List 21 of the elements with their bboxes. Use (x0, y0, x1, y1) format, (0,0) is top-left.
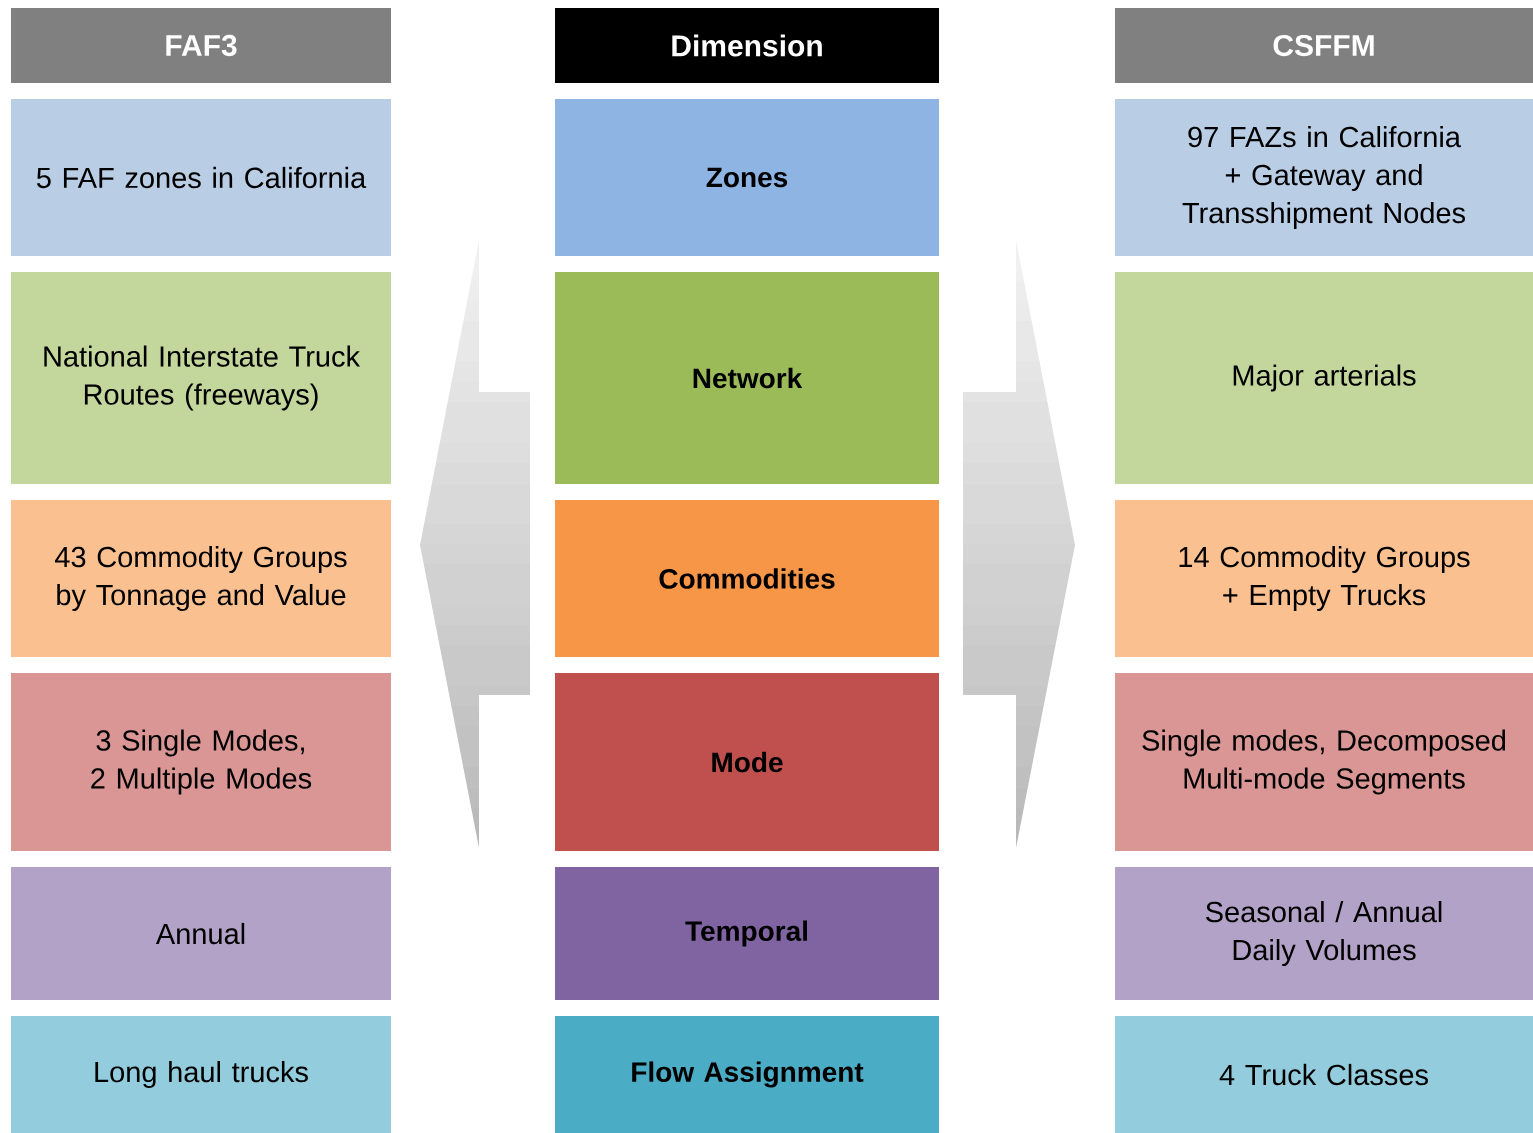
description-box: 5 FAF zones in California (11, 99, 391, 256)
description-box: 14 Commodity Groups + Empty Trucks (1115, 500, 1533, 657)
description-box: Major arterials (1115, 272, 1533, 484)
dimension-box: Temporal (555, 867, 939, 1000)
description-box: National Interstate Truck Routes (freeways) (11, 272, 391, 484)
description-box: Long haul trucks (11, 1016, 391, 1133)
column-header: CSFFM (1115, 8, 1533, 83)
description-box: Seasonal / Annual Daily Volumes (1115, 867, 1533, 1000)
column-header: FAF3 (11, 8, 391, 83)
description-box: 43 Commodity Groups by Tonnage and Value (11, 500, 391, 657)
column-header: Dimension (555, 8, 939, 83)
dimension-box: Network (555, 272, 939, 484)
description-box: 4 Truck Classes (1115, 1016, 1533, 1133)
description-box: 97 FAZs in California + Gateway and Transshipment Nodes (1115, 99, 1533, 256)
dimension-box: Zones (555, 99, 939, 256)
dimension-box: Mode (555, 673, 939, 851)
description-box: 3 Single Modes, 2 Multiple Modes (11, 673, 391, 851)
description-box: Annual (11, 867, 391, 1000)
dimension-box: Flow Assignment (555, 1016, 939, 1133)
description-box: Single modes, Decomposed Multi-mode Segments (1115, 673, 1533, 851)
dimension-box: Commodities (555, 500, 939, 657)
